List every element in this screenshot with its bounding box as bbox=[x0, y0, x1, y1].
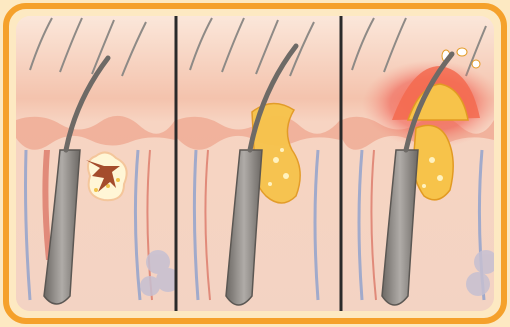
panel-3 bbox=[342, 16, 502, 311]
panel-2 bbox=[177, 16, 340, 311]
panel-1 bbox=[16, 16, 180, 311]
